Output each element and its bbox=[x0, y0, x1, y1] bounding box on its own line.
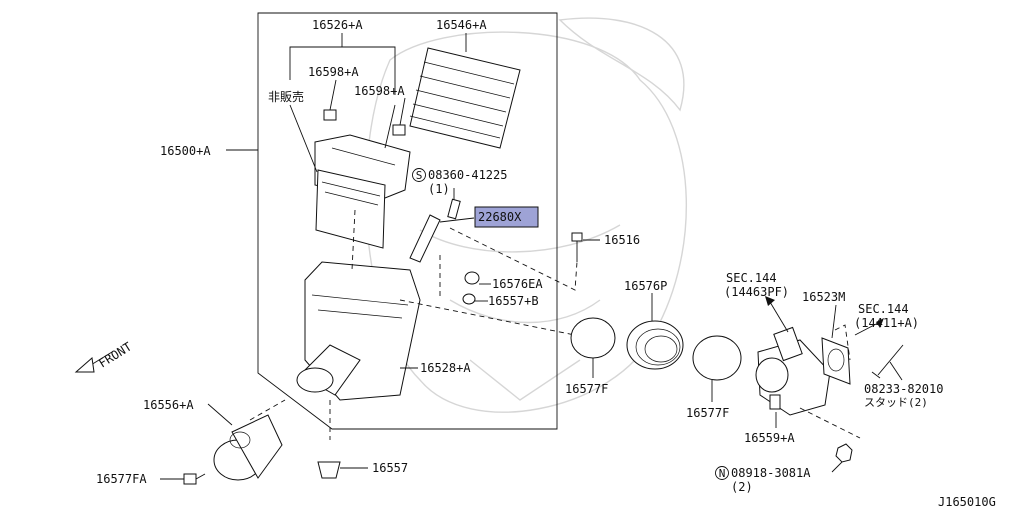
leader-nut bbox=[831, 461, 843, 473]
label-nut-code[interactable]: 08918-3081A bbox=[731, 466, 811, 480]
maf-sensor bbox=[409, 198, 461, 263]
throttle-chamber bbox=[755, 326, 831, 416]
label-16557B[interactable]: 16557+B bbox=[488, 294, 539, 308]
bolt-16516 bbox=[571, 232, 583, 262]
label-16598A-1[interactable]: 16598+A bbox=[308, 65, 359, 79]
gasket-16523M bbox=[821, 337, 851, 385]
clip-right bbox=[392, 124, 406, 136]
dash-inlet bbox=[249, 399, 286, 421]
label-16577F-1[interactable]: 16577F bbox=[565, 382, 608, 396]
dash-cover-case bbox=[351, 209, 356, 271]
leader-16526A-bracket bbox=[289, 46, 396, 95]
label-16598A-2[interactable]: 16598+A bbox=[354, 84, 405, 98]
assembly-frame bbox=[257, 12, 558, 430]
clip-16577FA bbox=[183, 473, 206, 485]
leader-16556A bbox=[207, 403, 233, 426]
air-filter-element bbox=[409, 47, 521, 149]
arrow-sec144a bbox=[769, 301, 789, 333]
dash-sec144b bbox=[834, 324, 851, 361]
label-sec144b[interactable]: SEC.144 bbox=[858, 302, 909, 316]
leader-16526A-left bbox=[289, 104, 318, 173]
drain-16557 bbox=[317, 461, 341, 479]
label-sec144b-ref: (14411+A) bbox=[854, 316, 919, 330]
leader-stud bbox=[889, 361, 903, 381]
label-16556A[interactable]: 16556+A bbox=[143, 398, 194, 412]
label-16528A[interactable]: 16528+A bbox=[420, 361, 471, 375]
clamp-16577F-1 bbox=[570, 317, 616, 359]
label-16577F-2[interactable]: 16577F bbox=[686, 406, 729, 420]
label-16557[interactable]: 16557 bbox=[372, 461, 408, 475]
label-screw-code[interactable]: 08360-41225 bbox=[428, 168, 507, 182]
label-16576P[interactable]: 16576P bbox=[624, 279, 667, 293]
lower-case bbox=[296, 261, 421, 401]
label-16546A[interactable]: 16546+A bbox=[436, 18, 487, 32]
label-stud-code[interactable]: 08233-82010 bbox=[864, 382, 943, 396]
label-sec144a-ref: (14463PF) bbox=[724, 285, 789, 299]
grommet-16576EA bbox=[464, 271, 480, 285]
label-nut-qty: (2) bbox=[731, 480, 753, 494]
label-16559A[interactable]: 16559+A bbox=[744, 431, 795, 445]
arrow-sec144a-head bbox=[765, 296, 775, 306]
dash-maf-bolt bbox=[449, 227, 578, 291]
label-16526A[interactable]: 16526+A bbox=[312, 18, 363, 32]
arrow-sec144b-head bbox=[876, 318, 884, 328]
label-front: FRONT bbox=[96, 340, 134, 371]
air-inlet bbox=[213, 414, 283, 481]
arrow-sec144b bbox=[854, 321, 881, 336]
label-screw-qty: (1) bbox=[428, 182, 450, 196]
clip-left bbox=[323, 109, 337, 121]
label-sec144a[interactable]: SEC.144 bbox=[726, 271, 777, 285]
clamp-16577F-2 bbox=[692, 335, 742, 381]
label-16523M[interactable]: 16523M bbox=[802, 290, 845, 304]
label-16500A[interactable]: 16500+A bbox=[160, 144, 211, 158]
gasket-hole bbox=[827, 348, 845, 372]
leader-16523M bbox=[831, 304, 837, 339]
label-16516[interactable]: 16516 bbox=[604, 233, 640, 247]
leader-16526A-right bbox=[384, 104, 396, 149]
label-22680X[interactable]: 22680X bbox=[478, 210, 522, 224]
nut-08918 bbox=[835, 443, 853, 463]
circle-n-icon bbox=[715, 466, 729, 480]
dash-case-duct bbox=[399, 299, 576, 336]
leader-22680X bbox=[439, 217, 475, 223]
label-16576EA[interactable]: 16576EA bbox=[492, 277, 543, 291]
label-diagram-id: J165010G bbox=[938, 495, 996, 509]
duct-16576P bbox=[626, 320, 684, 370]
leader-16598A-1 bbox=[329, 79, 337, 111]
label-stud-text: スタッド(2) bbox=[864, 396, 928, 409]
circle-s-letter: S bbox=[416, 169, 423, 182]
circle-s-icon bbox=[412, 168, 426, 182]
label-16577FA[interactable]: 16577FA bbox=[96, 472, 147, 486]
circle-n-letter: N bbox=[719, 467, 726, 480]
front-arrow-head bbox=[74, 357, 95, 373]
leader-16598A-2 bbox=[399, 97, 406, 126]
dash-nut bbox=[799, 407, 861, 439]
upper-cover bbox=[314, 134, 411, 249]
stud-08233 bbox=[871, 344, 904, 379]
label-not-for-sale: 非販売 bbox=[268, 89, 304, 104]
grommet-16557B bbox=[462, 293, 476, 305]
highlight-box-22680X bbox=[474, 206, 539, 228]
